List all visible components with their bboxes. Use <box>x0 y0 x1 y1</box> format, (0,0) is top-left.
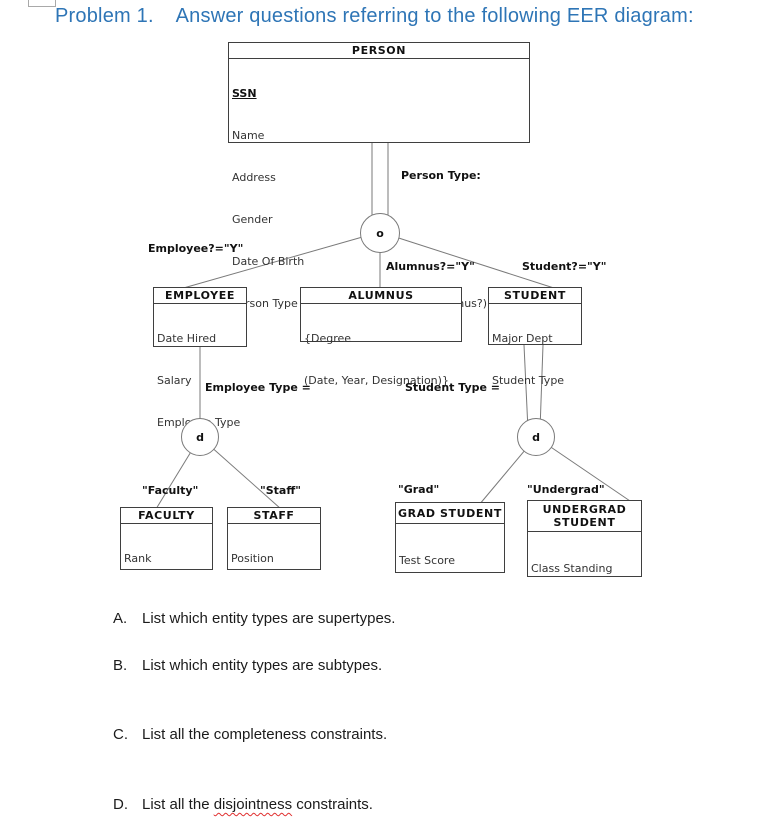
question-d-text: List all the disjointness constraints. <box>142 796 373 813</box>
entity-faculty-name: FACULTY <box>121 508 212 524</box>
attribute: Gender <box>232 213 273 226</box>
question-d-label: D. <box>113 796 128 813</box>
student-type-label: Student Type = <box>405 381 501 394</box>
entity-student-name: STUDENT <box>489 288 581 304</box>
question-d-text-after: constraints. <box>292 796 373 813</box>
attribute: Major Dept <box>492 332 553 345</box>
question-b-text: List which entity types are subtypes. <box>142 657 383 674</box>
student-condition-label: Student?="Y" <box>522 260 607 273</box>
attribute: Address <box>232 171 276 184</box>
entity-grad-student-name: GRAD STUDENT <box>396 503 504 524</box>
alumnus-condition-label: Alumnus?="Y" <box>386 260 475 273</box>
entity-undergrad-student: UNDERGRAD STUDENT Class Standing <box>527 500 642 577</box>
attribute-key: SSN <box>232 87 257 100</box>
entity-staff: STAFF Position <box>227 507 321 570</box>
disjoint-circle-employee: d <box>181 418 219 456</box>
entity-person-name: PERSON <box>229 43 529 59</box>
entity-undergrad-student-attributes: Class Standing <box>528 532 641 604</box>
question-a-text: List which entity types are supertypes. <box>142 610 396 627</box>
grad-value-label: "Grad" <box>398 483 440 496</box>
entity-employee-name: EMPLOYEE <box>154 288 246 304</box>
entity-faculty-attributes: Rank <box>121 524 212 594</box>
undergrad-value-label: "Undergrad" <box>527 483 605 496</box>
question-b-label: B. <box>113 657 128 674</box>
staff-value-label: "Staff" <box>260 484 301 497</box>
employee-condition-label: Employee?="Y" <box>148 242 244 255</box>
connector-lines <box>155 143 634 510</box>
question-c-label: C. <box>113 726 128 743</box>
entity-grad-student-attributes: Test Score <box>396 524 504 596</box>
question-b: B. List which entity types are subtypes. <box>113 657 382 674</box>
attribute: Salary <box>157 374 192 387</box>
entity-person: PERSON SSN Name Address Gender Date Of B… <box>228 42 530 310</box>
attribute: Date Hired <box>157 332 217 345</box>
question-c: C. List all the completeness constraints… <box>113 726 387 743</box>
question-a: A. List which entity types are supertype… <box>113 610 395 627</box>
cropped-object-handle <box>28 0 56 7</box>
attribute: Position <box>231 552 274 565</box>
entity-staff-attributes: Position <box>228 524 320 594</box>
question-d: D. List all the disjointness constraints… <box>113 796 373 813</box>
question-c-text: List all the completeness constraints. <box>142 726 388 743</box>
attribute: Date Of Birth <box>232 255 305 268</box>
entity-staff-name: STAFF <box>228 508 320 524</box>
entity-student: STUDENT Major Dept Student Type <box>488 287 582 387</box>
entity-faculty: FACULTY Rank <box>120 507 213 570</box>
disjoint-circle-student: d <box>517 418 555 456</box>
attribute: Name <box>232 129 265 142</box>
overlap-circle: o <box>360 213 400 253</box>
question-a-label: A. <box>113 610 128 627</box>
attribute: {Degree <box>304 332 352 345</box>
entity-employee: EMPLOYEE Date Hired Salary Employee Type <box>153 287 247 429</box>
entity-grad-student: GRAD STUDENT Test Score <box>395 502 505 573</box>
eer-diagram: PERSON SSN Name Address Gender Date Of B… <box>120 42 642 577</box>
entity-undergrad-student-name: UNDERGRAD STUDENT <box>528 501 641 532</box>
attribute: Test Score <box>399 554 455 567</box>
entity-alumnus-attributes: {Degree (Date, Year, Designation)} <box>301 304 461 416</box>
attribute: Class Standing <box>531 562 613 575</box>
entity-alumnus-name: ALUMNUS <box>301 288 461 304</box>
question-d-text-before: List all the <box>142 796 214 813</box>
entity-student-attributes: Major Dept Student Type <box>489 304 581 416</box>
question-d-text-misspelled: disjointness <box>213 796 293 813</box>
attribute: Student Type <box>492 374 565 387</box>
faculty-value-label: "Faculty" <box>142 484 199 497</box>
person-type-label: Person Type: <box>401 169 481 182</box>
page-title: Problem 1. Answer questions referring to… <box>55 5 694 27</box>
attribute: Rank <box>124 552 152 565</box>
attribute: (Date, Year, Designation)} <box>304 374 449 387</box>
employee-type-label: Employee Type = <box>205 381 311 394</box>
entity-alumnus: ALUMNUS {Degree (Date, Year, Designation… <box>300 287 462 387</box>
